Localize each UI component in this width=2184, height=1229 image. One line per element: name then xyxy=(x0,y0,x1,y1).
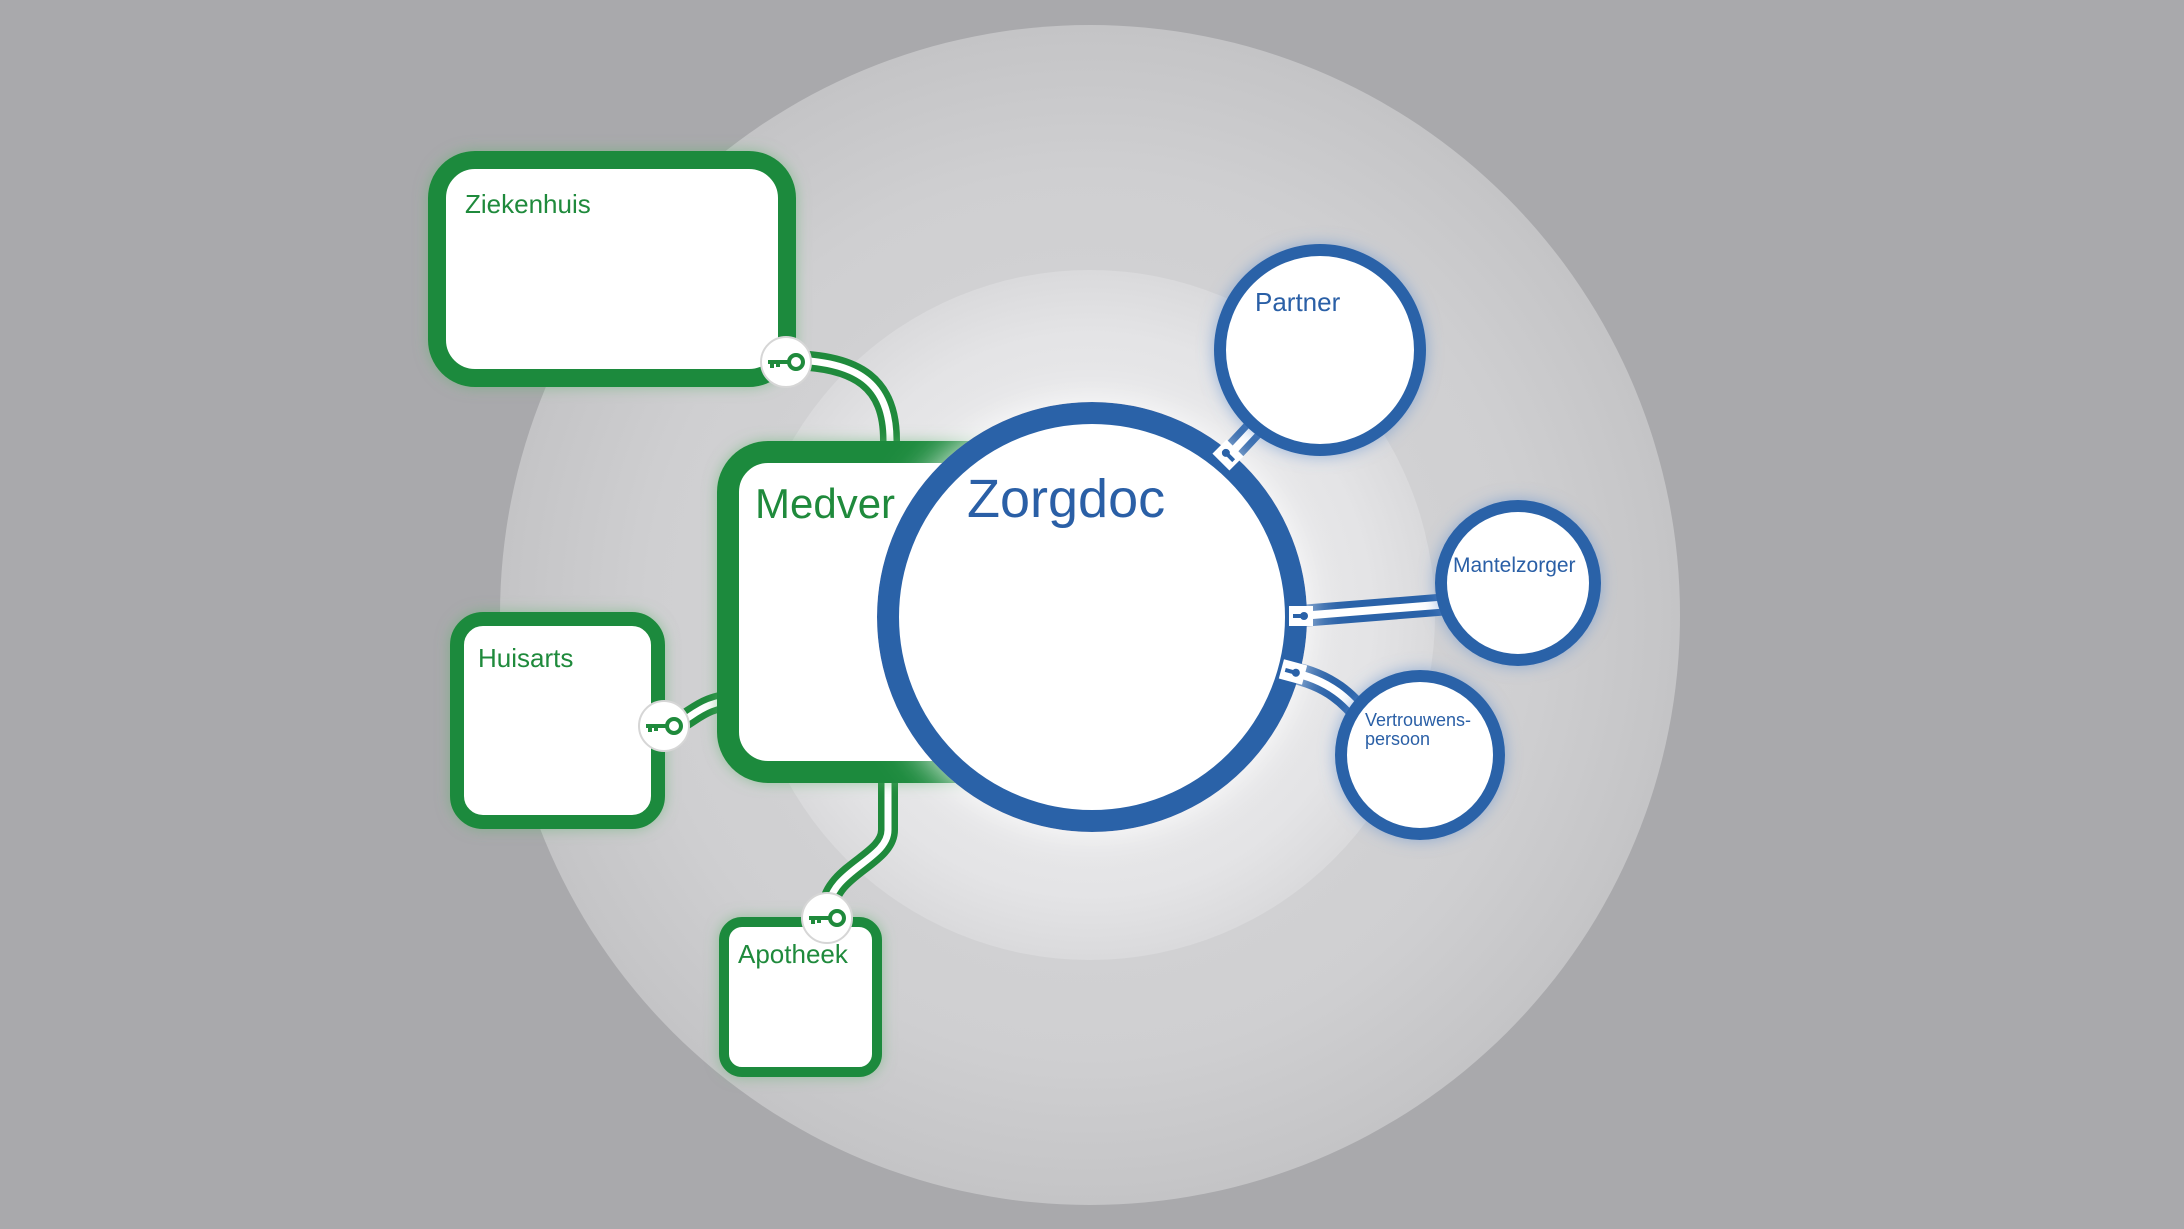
apotheek-label: Apotheek xyxy=(738,939,849,969)
lock-icon xyxy=(1212,439,1244,471)
node-ziekenhuis[interactable] xyxy=(428,151,796,387)
vertrouwenspersoon-label-line2: persoon xyxy=(1365,729,1430,749)
node-partner[interactable] xyxy=(1214,244,1426,456)
node-vertrouwenspersoon[interactable] xyxy=(1335,670,1505,840)
medver-label: Medver xyxy=(755,480,895,527)
mantelzorger-label: Mantelzorger xyxy=(1453,554,1576,577)
key-icon xyxy=(801,892,853,944)
huisarts-label: Huisarts xyxy=(478,643,573,673)
ziekenhuis-label: Ziekenhuis xyxy=(465,189,591,219)
key-icon xyxy=(760,336,812,388)
key-icon xyxy=(638,700,690,752)
vertrouwenspersoon-label-line1: Vertrouwens- xyxy=(1365,710,1471,730)
node-mantelzorger[interactable] xyxy=(1435,500,1601,666)
partner-label: Partner xyxy=(1255,287,1341,317)
zorgdoc-label: Zorgdoc xyxy=(967,469,1165,529)
lock-icon xyxy=(1278,659,1308,685)
node-apotheek[interactable] xyxy=(719,917,882,1077)
lock-icon xyxy=(1289,606,1313,626)
